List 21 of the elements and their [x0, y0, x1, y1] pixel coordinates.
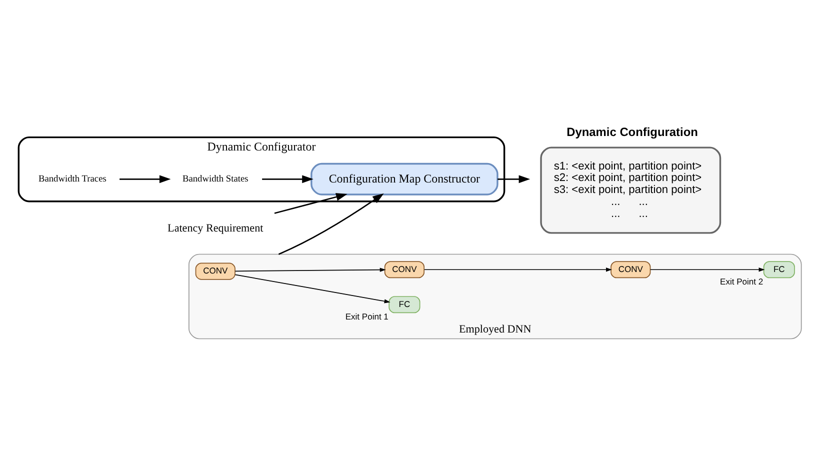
node-box: Configuration Map Constructor [310, 162, 498, 195]
arrow [274, 192, 348, 214]
node-label: Exit Point 1 [345, 311, 388, 322]
arrow [234, 267, 386, 272]
node-box: FC [388, 296, 420, 313]
node-box: CONV [610, 260, 651, 278]
node-label: Dynamic Configuration [566, 124, 698, 138]
arrow [234, 274, 390, 303]
node-box: CONV [384, 260, 425, 278]
node-text: Bandwidth States [182, 174, 248, 184]
arrow [650, 267, 765, 272]
arrow [278, 192, 384, 254]
node-text: Bandwidth Traces [38, 174, 106, 184]
arrow [262, 174, 314, 183]
node-box: FC [763, 260, 795, 278]
node-label: Exit Point 2 [720, 276, 764, 286]
node-box: CONV [195, 262, 236, 280]
arrow [120, 174, 171, 183]
arrow [498, 174, 530, 183]
arrow [424, 267, 612, 272]
node-text: Latency Requirement [168, 222, 264, 234]
